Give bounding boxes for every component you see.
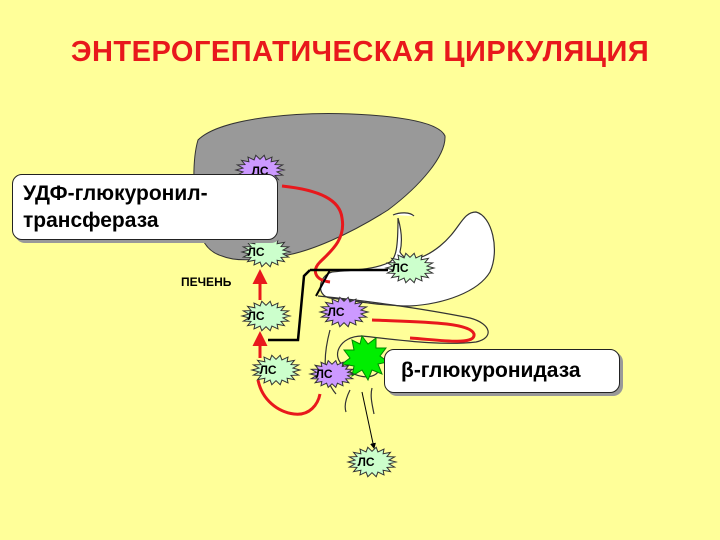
slide-title: ЭНТЕРОГЕПАТИЧЕСКАЯ ЦИРКУЛЯЦИЯ — [70, 36, 650, 68]
node-label: ЛС — [391, 261, 408, 275]
excretion-arrow — [361, 391, 376, 450]
drug-node-intestine-purple: ЛС — [308, 359, 356, 389]
node-label: ЛС — [327, 305, 344, 319]
node-label: ЛС — [357, 455, 374, 469]
beta-enzyme-callout: β-глюкуронидаза — [384, 349, 620, 393]
drug-node-portal: ЛС — [240, 300, 292, 332]
intestinal-pathway — [371, 318, 476, 343]
udf-enzyme-callout: УДФ-глюкуронил- трансфераза — [12, 174, 278, 240]
drug-node-stomach: ЛС — [384, 252, 436, 284]
bile-duct — [268, 268, 388, 342]
bile-duct-branch — [315, 269, 331, 297]
drug-node-intestine-green: ЛС — [250, 354, 302, 386]
node-label: ЛС — [247, 245, 264, 259]
drug-node-liver-mid: ЛС — [240, 236, 292, 268]
udf-line-1: УДФ-глюкуронил- — [23, 182, 208, 205]
return-pathway — [256, 379, 322, 416]
portal-pathway — [281, 184, 345, 284]
liver-label: ПЕЧЕНЬ — [181, 275, 232, 289]
drug-node-excreted: ЛС — [346, 446, 398, 478]
node-label: ЛС — [315, 367, 332, 381]
drug-node-duodenum: ЛС — [318, 296, 370, 328]
node-label: ЛС — [259, 363, 276, 377]
node-label: ЛС — [247, 309, 264, 323]
udf-line-2: трансфераза — [23, 209, 159, 232]
